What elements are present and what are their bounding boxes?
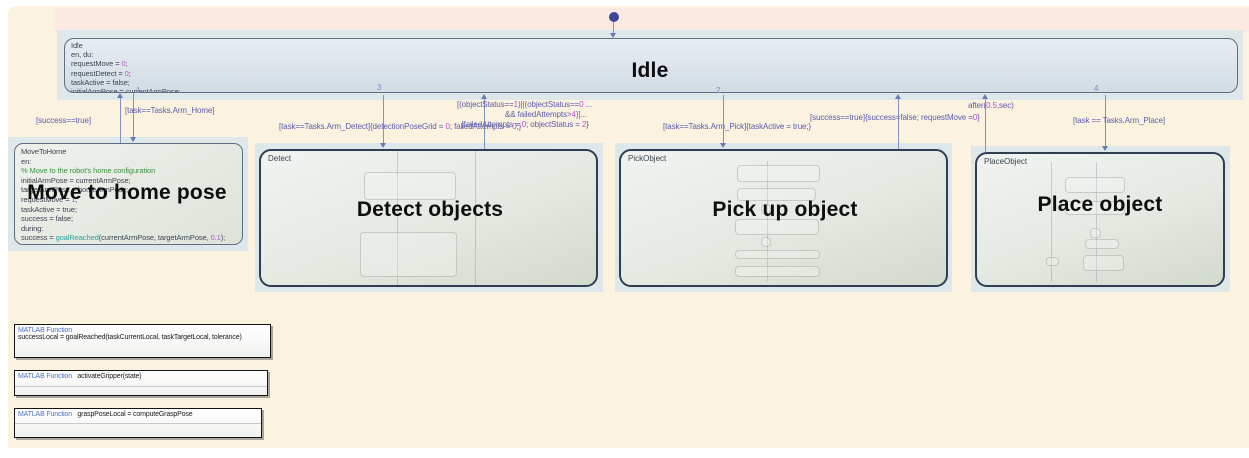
matlab-function-header: MATLAB Function — [18, 411, 73, 418]
divider — [15, 386, 267, 387]
state-detect[interactable]: Detect — [259, 149, 598, 287]
transition-label-detect-exit-line1[interactable]: [(objectStatus==1)||(objectStatus==0 ... — [457, 100, 592, 109]
subchart-junction — [1046, 257, 1059, 266]
subchart-junction — [761, 237, 771, 247]
subchart-substate — [364, 172, 456, 200]
arrowhead-down-icon — [380, 143, 386, 148]
subchart-substate — [360, 232, 457, 277]
transition-label-detect-exit-line2[interactable]: && failedAttempts>4)]... — [505, 110, 587, 119]
subchart-substate — [1065, 201, 1125, 215]
matlab-function-signature: activateGripper(state) — [77, 373, 142, 380]
matlab-function-activategripper[interactable]: MATLAB Function activateGripper(state) — [14, 370, 268, 396]
subchart-substate — [1085, 239, 1119, 249]
state-detect-title: Detect — [268, 154, 292, 163]
transition-number-place: 4 — [1094, 84, 1099, 93]
state-placeobject[interactable]: PlaceObject — [975, 152, 1225, 287]
matlab-function-signature: graspPoseLocal = computeGraspPose — [77, 411, 193, 418]
subchart-junction — [1090, 228, 1101, 238]
state-pickobject[interactable]: PickObject — [619, 149, 948, 287]
transition-place-to-idle[interactable] — [985, 97, 987, 152]
transition-label-arm-home[interactable]: [task==Tasks.Arm_Home] — [125, 106, 215, 115]
subchart-substate — [737, 188, 816, 201]
arrowhead-up-icon — [117, 93, 123, 98]
chart-background-tint — [55, 8, 1249, 32]
subchart-substate — [737, 165, 820, 182]
subchart-connector — [397, 151, 398, 285]
subchart-connector — [1096, 162, 1097, 282]
transition-number-detect: 3 — [377, 83, 382, 92]
subchart-connector — [767, 161, 768, 281]
subchart-junction — [761, 204, 771, 214]
arrowhead-down-icon — [720, 143, 726, 148]
matlab-function-header: MATLAB Function — [18, 373, 73, 380]
transition-number-pick: 2 — [716, 86, 721, 95]
transition-idle-to-pick[interactable] — [723, 95, 725, 145]
arrowhead-up-icon — [895, 94, 901, 99]
transition-idle-to-place[interactable] — [1105, 95, 1107, 148]
divider — [15, 423, 261, 424]
annotation-detect-objects[interactable]: Detect objects — [356, 198, 504, 221]
matlab-function-goalreached[interactable]: MATLAB Function successLocal = goalReach… — [14, 324, 271, 358]
annotation-idle[interactable]: Idle — [631, 59, 669, 82]
annotation-pick-up-object[interactable]: Pick up object — [712, 198, 858, 221]
subchart-substate — [735, 250, 820, 259]
transition-label-success-true[interactable]: [success==true] — [36, 116, 91, 125]
state-placeobject-title: PlaceObject — [984, 157, 1028, 166]
arrowhead-down-icon — [130, 137, 136, 142]
subchart-substate — [1083, 255, 1124, 271]
subchart-substate — [735, 219, 819, 235]
transition-idle-to-movetohome[interactable] — [133, 93, 135, 139]
annotation-place-object[interactable]: Place object — [1037, 193, 1163, 216]
transition-label-arm-detect[interactable]: [task==Tasks.Arm_Detect]{detectionPoseGr… — [279, 122, 522, 131]
arrowhead-down-icon — [1102, 146, 1108, 151]
arrowhead-up-icon — [982, 94, 988, 99]
transition-label-arm-pick[interactable]: [task==Tasks.Arm_Pick]{taskActive = true… — [663, 122, 812, 131]
transition-pick-to-idle[interactable] — [898, 97, 900, 149]
state-pickobject-title: PickObject — [628, 154, 667, 163]
default-transition-arrowhead-icon — [610, 33, 616, 38]
transition-label-pick-exit[interactable]: [success==true]{success=false; requestMo… — [810, 113, 980, 122]
subchart-connector — [475, 151, 476, 285]
annotation-move-to-home[interactable]: Move to home pose — [27, 181, 227, 204]
transition-label-arm-place[interactable]: [task == Tasks.Arm_Place] — [1073, 116, 1166, 125]
subchart-connector — [1051, 162, 1052, 282]
matlab-function-signature: successLocal = goalReached(taskCurrentLo… — [18, 334, 242, 341]
matlab-function-header: MATLAB Function — [18, 327, 73, 334]
transition-movetohome-to-idle[interactable] — [120, 96, 122, 143]
transition-idle-to-detect[interactable] — [383, 95, 385, 145]
transition-label-detect-exit-line3[interactable]: {failedAttempts = 0; objectStatus = 2} — [461, 120, 589, 129]
transition-detect-to-idle[interactable] — [484, 97, 486, 149]
subchart-substate — [735, 266, 820, 277]
matlab-function-computegrasppose[interactable]: MATLAB Function graspPoseLocal = compute… — [14, 408, 262, 438]
default-transition-junction[interactable] — [609, 12, 619, 22]
transition-label-after[interactable]: after(0.5,sec) — [968, 101, 1014, 110]
default-transition-line[interactable] — [613, 22, 615, 34]
transition-number-home: 1 — [136, 86, 141, 95]
subchart-substate — [1065, 177, 1125, 193]
arrowhead-up-icon — [481, 94, 487, 99]
